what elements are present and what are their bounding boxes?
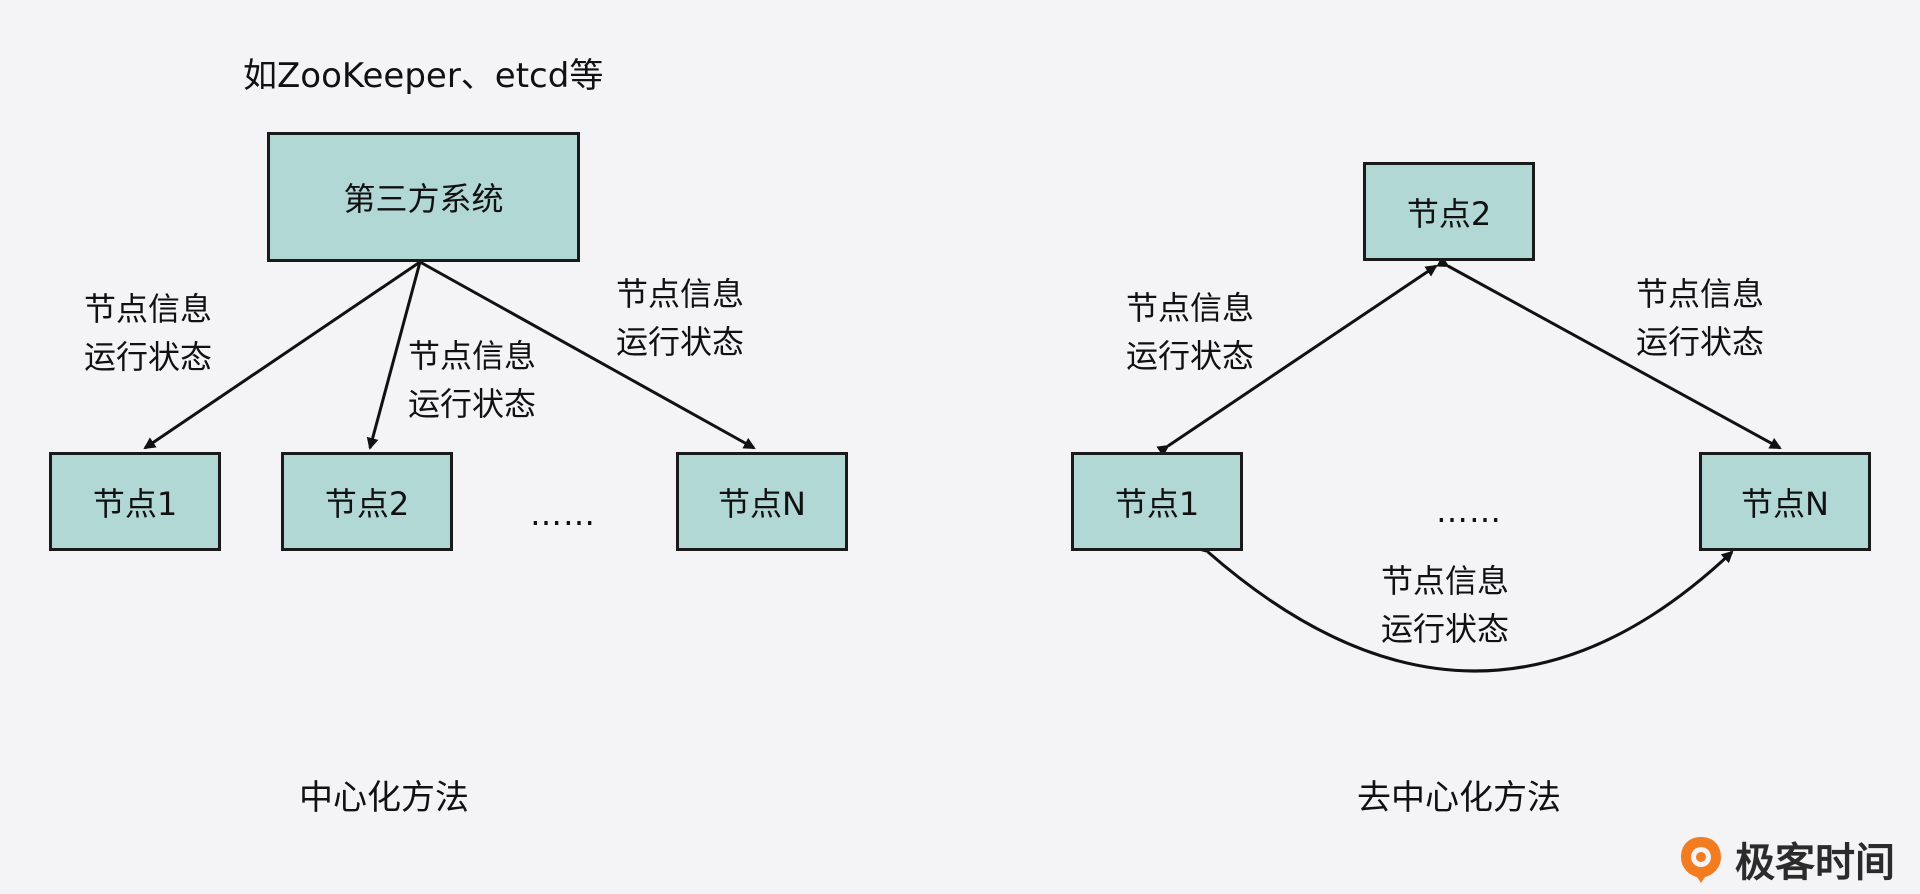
node-label: 节点2: [324, 484, 410, 523]
brand-icon: [1681, 837, 1721, 883]
left-node-1: 节点1: [49, 452, 221, 551]
third-party-system-label: 第三方系统: [343, 180, 504, 218]
node-label: 节点1: [1114, 484, 1200, 523]
left-ellipsis: ……: [530, 495, 596, 533]
third-party-note: 如ZooKeeper、etcd等: [243, 56, 604, 96]
right-node-1: 节点1: [1071, 452, 1243, 551]
edge-third-party-to-node1: [143, 260, 421, 450]
edge-label-left-1: 节点信息 运行状态: [84, 285, 212, 381]
third-party-system-node: 第三方系统: [267, 132, 580, 262]
edge-node1-node2: [1156, 264, 1438, 457]
edge-label-line1: 节点信息: [408, 337, 537, 375]
edge-label-right-2: 节点信息 运行状态: [1636, 270, 1764, 366]
brand-logo: 极客时间: [1675, 830, 1895, 888]
right-ellipsis: ……: [1436, 492, 1502, 530]
edge-third-party-to-nodeN: [419, 260, 756, 450]
edge-label-right-1: 节点信息 运行状态: [1126, 284, 1254, 380]
right-caption: 去中心化方法: [1357, 778, 1561, 818]
brand-name: 极客时间: [1735, 840, 1895, 886]
edge-label-line2: 运行状态: [408, 385, 537, 423]
edge-label-line2: 运行状态: [616, 323, 745, 361]
edge-label-line2: 运行状态: [1636, 323, 1765, 361]
edge-label-line1: 节点信息: [1636, 275, 1765, 313]
edge-node2-nodeN: [1436, 255, 1782, 450]
right-node-2: 节点2: [1363, 162, 1535, 261]
right-node-N: 节点N: [1699, 452, 1871, 551]
edge-label-left-3: 节点信息 运行状态: [616, 270, 744, 366]
edge-label-line1: 节点信息: [1381, 562, 1510, 600]
left-caption: 中心化方法: [299, 778, 469, 818]
left-node-2: 节点2: [281, 452, 453, 551]
edge-label-line2: 运行状态: [1381, 610, 1510, 648]
node-label: 节点1: [92, 484, 178, 523]
node-label: 节点N: [1741, 484, 1829, 523]
node-label: 节点2: [1406, 194, 1492, 233]
edge-third-party-to-node2: [366, 261, 422, 450]
edge-label-line2: 运行状态: [1126, 337, 1255, 375]
edge-label-right-3: 节点信息 运行状态: [1381, 557, 1509, 653]
edge-label-left-2: 节点信息 运行状态: [408, 332, 536, 428]
edge-label-line1: 节点信息: [616, 275, 745, 313]
edge-label-line1: 节点信息: [1126, 289, 1255, 327]
edge-label-line2: 运行状态: [84, 338, 213, 376]
edge-node1-nodeN: [1196, 540, 1734, 673]
node-label: 节点N: [718, 484, 806, 523]
left-node-N: 节点N: [676, 452, 848, 551]
edge-label-line1: 节点信息: [84, 290, 213, 328]
